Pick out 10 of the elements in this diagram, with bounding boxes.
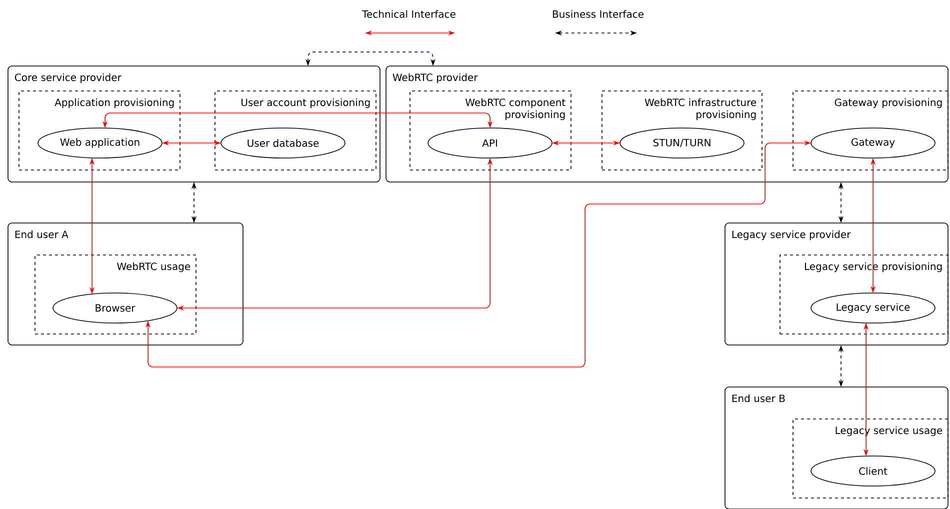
- ellipse-node: Gateway: [810, 128, 936, 158]
- legend-text: Business Interface: [552, 10, 644, 18]
- ellipse-node: Legacy service: [810, 292, 936, 324]
- legend-text: Technical Interface: [362, 10, 456, 18]
- ellipse-node: Web application: [38, 128, 162, 158]
- ellipse-node: API: [428, 128, 552, 158]
- ellipse-node: Browser: [52, 292, 178, 324]
- ellipse-node: Client: [810, 456, 936, 486]
- ellipse-node: User database: [220, 128, 346, 158]
- ellipse-node: STUN/TURN: [620, 128, 744, 158]
